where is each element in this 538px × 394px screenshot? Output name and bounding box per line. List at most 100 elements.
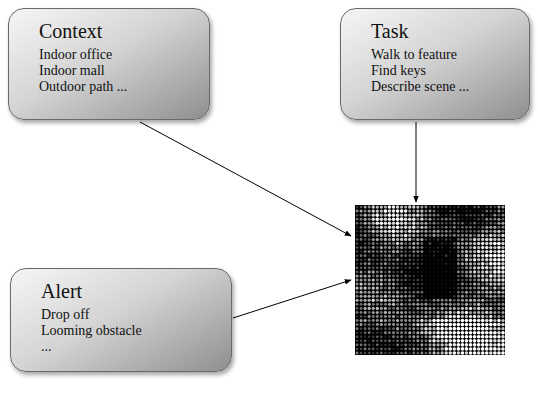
image-dot bbox=[469, 323, 473, 327]
image-dot bbox=[441, 307, 444, 310]
image-dot bbox=[404, 234, 408, 238]
image-dot bbox=[408, 222, 411, 225]
image-dot bbox=[388, 291, 391, 294]
image-dot bbox=[372, 226, 375, 229]
image-dot bbox=[473, 279, 476, 282]
image-dot bbox=[441, 206, 443, 208]
image-dot bbox=[356, 274, 359, 277]
image-dot bbox=[384, 205, 387, 208]
image-dot bbox=[497, 315, 500, 318]
image-dot bbox=[433, 222, 436, 225]
image-dot bbox=[457, 262, 460, 265]
image-dot bbox=[380, 258, 383, 261]
image-dot bbox=[432, 319, 436, 323]
image-dot bbox=[413, 287, 415, 289]
image-dot bbox=[404, 291, 407, 294]
image-dot bbox=[449, 218, 452, 221]
image-dot bbox=[396, 307, 399, 310]
image-dot bbox=[384, 250, 387, 253]
image-dot bbox=[461, 238, 464, 241]
image-dot bbox=[400, 234, 403, 237]
image-dot bbox=[408, 238, 411, 241]
image-dot bbox=[380, 209, 383, 212]
image-dot bbox=[356, 323, 359, 326]
image-dot bbox=[384, 315, 387, 318]
image-dot bbox=[437, 303, 440, 306]
image-dot bbox=[437, 279, 439, 281]
image-dot bbox=[469, 226, 472, 229]
image-dot bbox=[360, 352, 363, 355]
box-content: TaskWalk to featureFind keysDescribe sce… bbox=[371, 19, 469, 95]
image-dot bbox=[380, 299, 383, 302]
image-dot bbox=[356, 307, 359, 310]
image-dot bbox=[372, 311, 375, 314]
image-dot bbox=[469, 331, 473, 335]
image-dot bbox=[416, 222, 419, 225]
image-dot bbox=[477, 250, 481, 254]
image-dot bbox=[440, 323, 444, 327]
image-dot bbox=[396, 319, 399, 322]
image-dot bbox=[364, 222, 367, 225]
image-dot bbox=[502, 210, 505, 213]
image-dot bbox=[485, 266, 488, 269]
image-dot bbox=[416, 319, 419, 322]
image-dot bbox=[445, 299, 448, 302]
image-dot bbox=[396, 299, 399, 302]
image-dot bbox=[396, 221, 400, 225]
image-dot bbox=[457, 214, 459, 216]
image-dot bbox=[359, 287, 362, 290]
image-dot bbox=[502, 295, 505, 298]
image-dot bbox=[473, 347, 477, 351]
image-dot bbox=[376, 287, 379, 290]
image-dot bbox=[356, 238, 359, 241]
image-dot bbox=[392, 230, 396, 234]
image-dot bbox=[469, 250, 472, 253]
image-dot bbox=[490, 214, 492, 216]
image-dot bbox=[473, 323, 477, 327]
image-dot bbox=[392, 234, 395, 237]
image-dot bbox=[368, 331, 371, 334]
image-dot bbox=[380, 230, 383, 233]
image-dot bbox=[469, 254, 472, 257]
image-dot bbox=[359, 282, 362, 285]
image-dot bbox=[473, 246, 476, 249]
image-dot bbox=[396, 343, 399, 346]
image-dot bbox=[453, 214, 456, 217]
image-dot bbox=[408, 287, 410, 289]
image-dot bbox=[404, 250, 407, 253]
image-dot bbox=[489, 218, 492, 221]
image-dot bbox=[388, 331, 391, 334]
image-dot bbox=[404, 336, 406, 338]
image-dot bbox=[388, 278, 391, 281]
image-dot bbox=[473, 226, 476, 229]
image-dot bbox=[437, 255, 439, 257]
image-dot bbox=[408, 348, 411, 351]
image-dot bbox=[400, 303, 403, 306]
image-dot bbox=[417, 254, 420, 257]
image-dot bbox=[441, 295, 443, 297]
image-dot bbox=[461, 283, 464, 286]
image-dot bbox=[481, 214, 484, 217]
image-dot bbox=[501, 347, 505, 351]
image-dot bbox=[489, 254, 493, 258]
image-dot bbox=[457, 234, 460, 237]
image-dot bbox=[441, 238, 443, 240]
image-dot bbox=[412, 238, 415, 241]
image-dot bbox=[501, 323, 504, 326]
image-dot bbox=[489, 291, 492, 294]
image-dot bbox=[429, 230, 432, 233]
image-dot bbox=[400, 352, 403, 355]
image-dot bbox=[433, 275, 435, 277]
image-dot bbox=[428, 343, 431, 346]
image-dot bbox=[400, 295, 403, 298]
image-dot bbox=[412, 213, 415, 216]
image-dot bbox=[360, 348, 362, 350]
image-dot bbox=[465, 287, 468, 290]
image-dot bbox=[493, 343, 496, 346]
image-dot bbox=[404, 230, 407, 233]
image-dot bbox=[444, 335, 448, 339]
image-dot bbox=[396, 348, 398, 350]
image-dot bbox=[453, 267, 455, 269]
image-dot bbox=[404, 267, 406, 269]
image-dot bbox=[494, 307, 497, 310]
